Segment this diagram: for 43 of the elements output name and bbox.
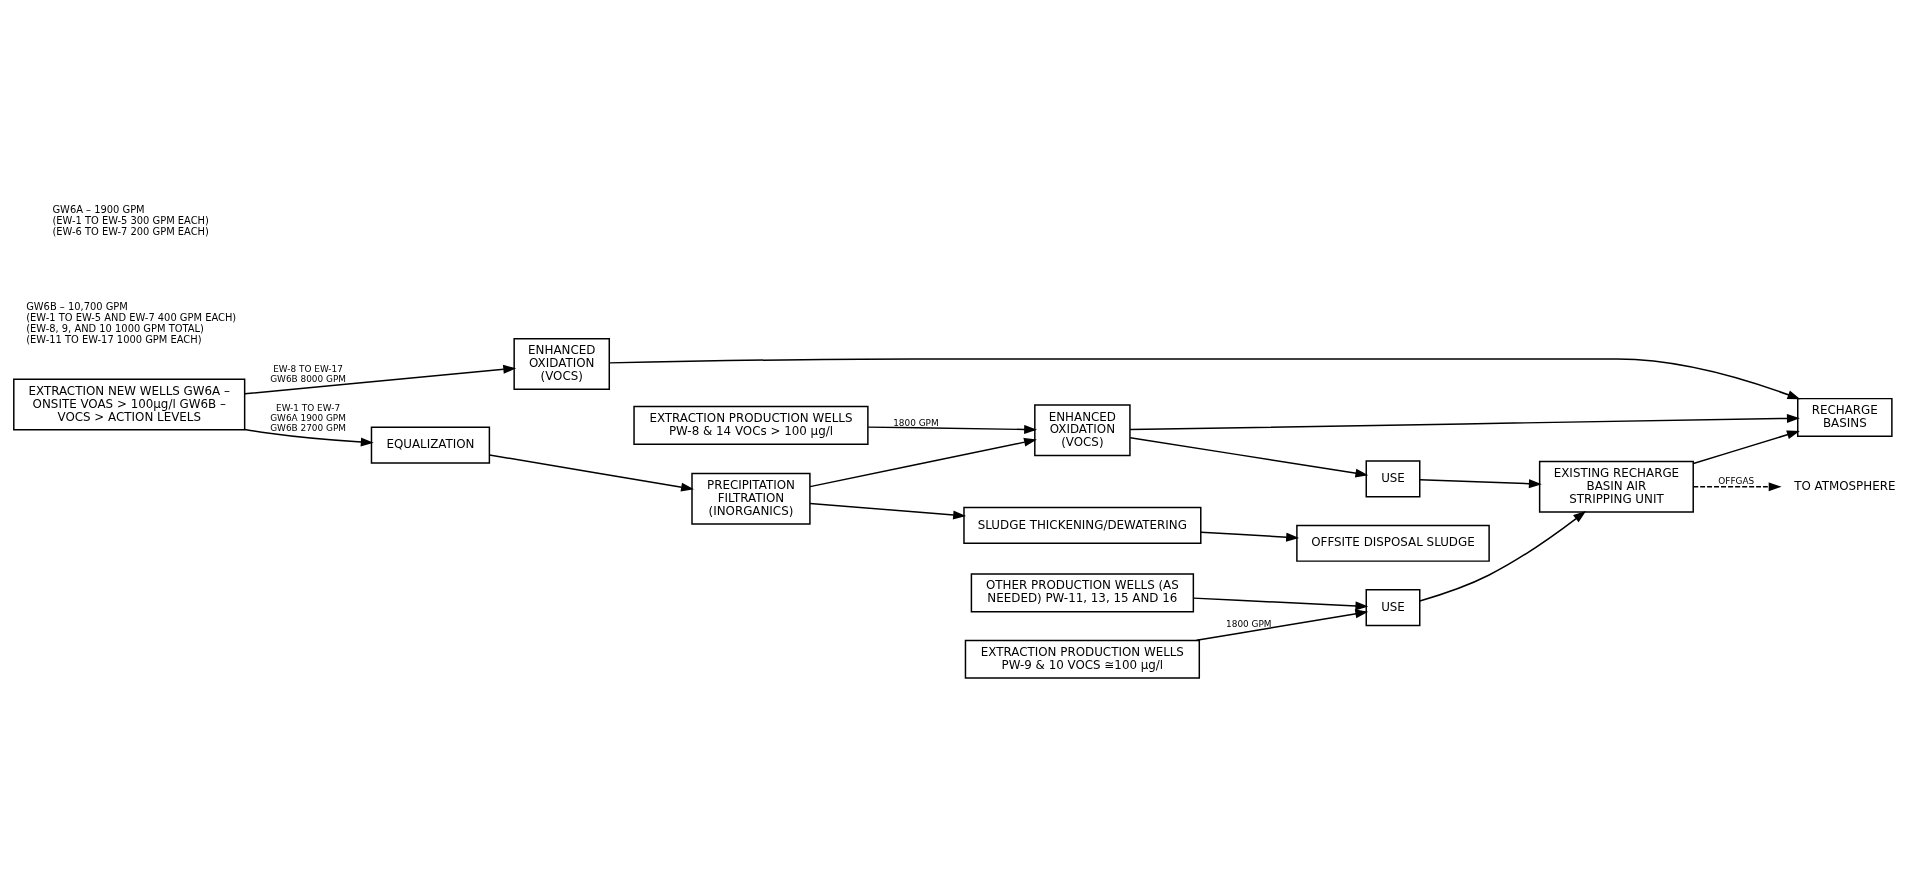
arrow xyxy=(809,502,967,520)
node-box: OFFSITE DISPOSAL SLUDGE xyxy=(1296,524,1490,562)
arrow xyxy=(1129,413,1800,430)
label: (EW-1 TO EW-5 AND EW-7 400 GPM EACH) xyxy=(26,311,237,323)
arrow xyxy=(488,453,694,492)
edge-label: EW-8 TO EW-17 GW6B 8000 GPM xyxy=(270,363,346,384)
label: (EW-6 TO EW-7 200 GPM EACH) xyxy=(52,225,209,237)
edge-label: 1800 GPM xyxy=(1226,618,1272,629)
arrow xyxy=(1129,436,1369,478)
edge-label: 1800 GPM xyxy=(893,417,939,428)
arrow xyxy=(1419,478,1542,488)
arrow xyxy=(608,357,1801,399)
node-box: ENHANCED OXIDATION (VOCS) xyxy=(513,337,610,390)
arrow xyxy=(1195,608,1369,641)
arrow xyxy=(244,364,517,394)
edge-label: EW-1 TO EW-7 GW6A 1900 GPM GW6B 2700 GPM xyxy=(270,402,346,433)
node-box: EXTRACTION NEW WELLS GW6A – ONSITE VOAS > 100µg/l GW6B – VOCS > ACTION LEVELS xyxy=(13,378,246,431)
node-box: USE xyxy=(1365,459,1421,497)
arrow xyxy=(1192,596,1369,610)
arrow xyxy=(867,424,1038,434)
label: GW6A – 1900 GPM xyxy=(52,203,145,215)
node-box: EXTRACTION PRODUCTION WELLS PW-8 & 14 VOCs > 100 µg/l xyxy=(633,405,869,445)
arrow xyxy=(1692,481,1782,491)
node-box: EXISTING RECHARGE BASIN AIR STRIPPING UNIT xyxy=(1538,460,1694,513)
node-box: RECHARGE BASINS xyxy=(1797,397,1893,437)
node-box: EXTRACTION PRODUCTION WELLS PW-9 & 10 VOCS ≅100 µg/l xyxy=(964,639,1201,679)
label: (EW-11 TO EW-17 1000 GPM EACH) xyxy=(26,333,202,345)
node-text: TO ATMOSPHERE xyxy=(1794,478,1896,493)
label: (EW-1 TO EW-5 300 GPM EACH) xyxy=(52,214,209,226)
label: GW6B – 10,700 GPM xyxy=(26,300,128,312)
node-box: SLUDGE THICKENING/DEWATERING xyxy=(963,506,1202,544)
node-box: PRECIPITATION FILTRATION (INORGANICS) xyxy=(691,472,811,525)
node-box: EQUALIZATION xyxy=(370,426,491,464)
node-box: USE xyxy=(1365,588,1421,626)
arrow xyxy=(244,428,374,447)
arrow xyxy=(1200,531,1300,542)
arrow xyxy=(1419,510,1587,602)
edge-label: OFFGAS xyxy=(1718,475,1755,486)
arrow xyxy=(1692,429,1800,464)
node-box: OTHER PRODUCTION WELLS (AS NEEDED) PW-11, 13, 15 AND 16 xyxy=(970,572,1195,612)
label: (EW-8, 9, AND 10 1000 GPM TOTAL) xyxy=(26,322,204,334)
arrow xyxy=(809,437,1037,487)
node-box: ENHANCED OXIDATION (VOCS) xyxy=(1034,403,1131,456)
